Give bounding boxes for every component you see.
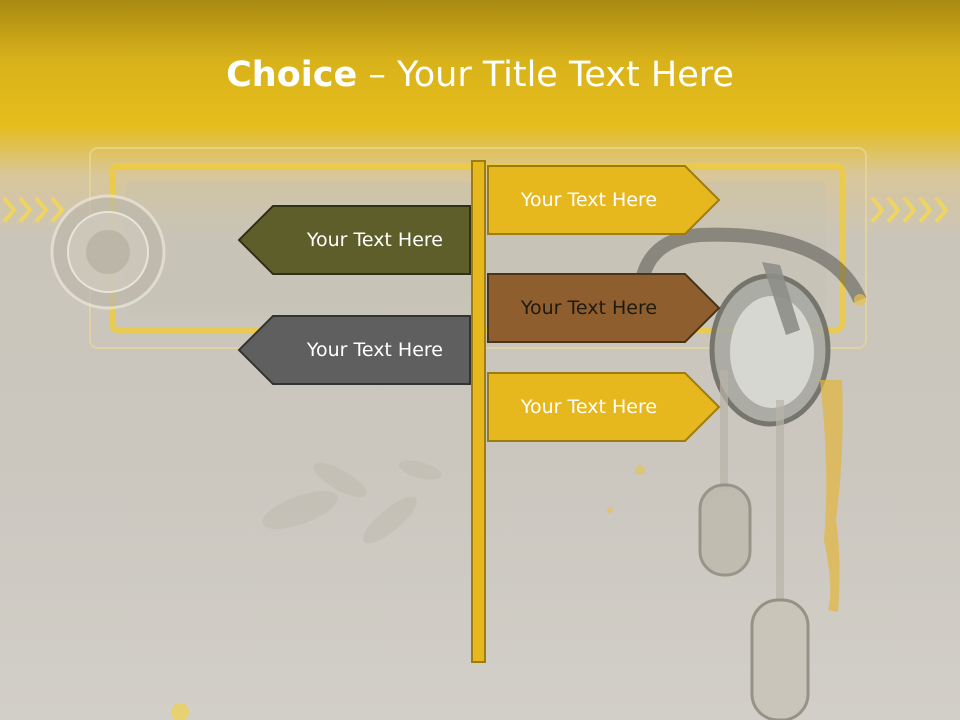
arrow-right-shape (487, 273, 721, 343)
slide-title: Choice – Your Title Text Here (0, 50, 960, 100)
signpost-arrow-5: Your Text Here (487, 372, 721, 442)
signpost-arrow-1: Your Text Here (487, 165, 721, 235)
arrow-right-shape (487, 372, 721, 442)
title-rest: – Your Title Text Here (357, 55, 734, 95)
signpost-pole (471, 160, 486, 663)
sign-label: Your Text Here (520, 396, 658, 418)
signpost-arrow-4: Your Text Here (237, 315, 471, 385)
sign-label: Your Text Here (520, 297, 658, 319)
arrow-left-shape (237, 205, 471, 275)
signpost-arrow-2: Your Text Here (237, 205, 471, 275)
arrow-left-shape (237, 315, 471, 385)
arrow-right-shape (487, 165, 721, 235)
sign-label: Your Text Here (306, 339, 443, 361)
sign-label: Your Text Here (306, 229, 443, 251)
title-bold: Choice (226, 55, 358, 95)
sign-label: Your Text Here (520, 189, 658, 211)
signpost-arrow-3: Your Text Here (487, 273, 721, 343)
